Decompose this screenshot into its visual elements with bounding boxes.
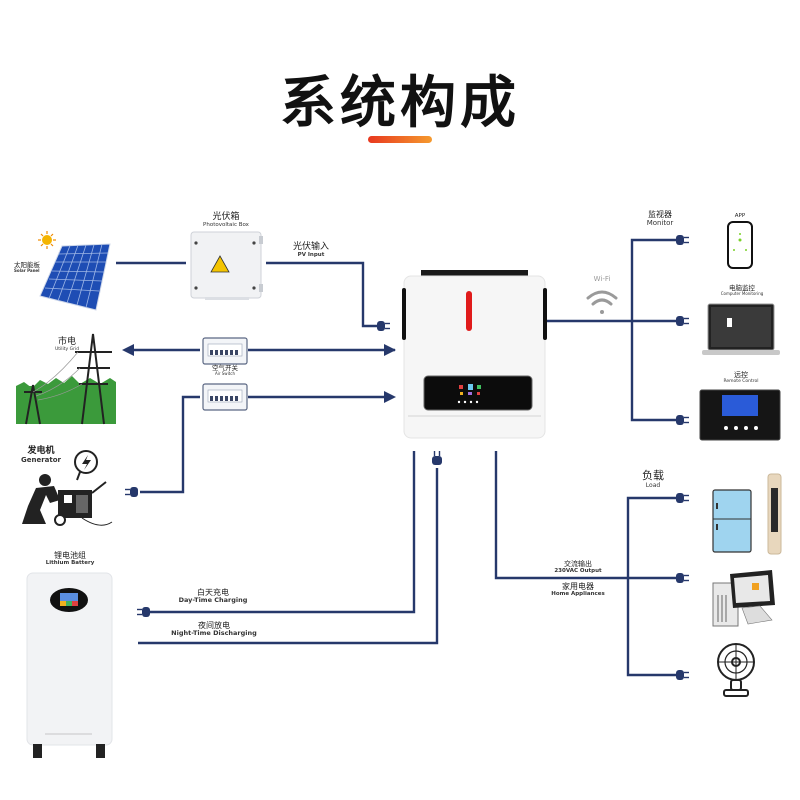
pv-box-label: 光伏箱 Photovoltaic Box (203, 212, 249, 229)
utility-grid-icon (16, 333, 116, 425)
wire-ac-output (494, 451, 676, 580)
plug-icon-inverter-bottom (432, 451, 442, 465)
page-title: 系统构成 (280, 71, 520, 136)
air-switch-icon-top (202, 337, 248, 365)
battery-icon (26, 572, 113, 758)
arrow-grid-to-inverter (384, 344, 396, 356)
inverter-icon (402, 270, 547, 439)
solar-panel-icon (38, 231, 111, 311)
solar-panel-label: 太阳能板 Solar Panel (14, 261, 40, 274)
air-switch-icon-bottom (202, 383, 248, 411)
air-conditioner-icon (767, 473, 782, 555)
title-underline (368, 136, 432, 143)
app-phone-icon (727, 221, 753, 269)
load-label: 负载 Load (642, 469, 664, 489)
computer-monitoring-label: 电脑监控 Computer Monitoring (720, 284, 764, 297)
home-appliances-label: 家用电器 Home Appliances (551, 582, 605, 598)
ac-output-label: 交流输出 230VAC Output (554, 560, 602, 575)
generator-label: 发电机 Generator (20, 446, 61, 465)
fan-icon (717, 643, 755, 697)
desktop-computer-icon (712, 570, 775, 627)
wire-monitor-bus (630, 238, 676, 422)
app-label: APP (734, 213, 746, 219)
plug-icon-fridge (676, 493, 689, 503)
laptop-icon (702, 303, 780, 355)
plug-icon-pc (676, 573, 689, 583)
plug-icon-remote (676, 415, 689, 425)
plug-icon-computer (676, 316, 689, 326)
plug-icon-fan (676, 670, 689, 680)
night-discharging-label: 夜间放电 Night-Time Discharging (171, 621, 257, 638)
arrow-generator-to-inverter (384, 391, 396, 403)
wire-pv-input (266, 261, 380, 328)
plug-icon-app (676, 235, 689, 245)
remote-control-icon (699, 389, 781, 441)
pv-box-icon (190, 231, 263, 300)
plug-icon-generator (125, 487, 138, 497)
generator-icon (22, 450, 113, 526)
wire-day-charging (150, 451, 416, 614)
wire-load-bus (626, 496, 676, 677)
pv-input-label: 光伏输入 PV Input (292, 242, 329, 259)
remote-control-label: 远控 Remote Control (723, 371, 759, 385)
wire-generator-left (140, 395, 200, 494)
fridge-icon (712, 489, 752, 553)
wire-night-discharging (138, 468, 439, 645)
arrow-to-grid (122, 344, 134, 356)
utility-grid-label: 市电 Utility Grid (54, 337, 80, 353)
plug-icon-battery (137, 607, 150, 617)
plug-icon-pv (377, 321, 390, 331)
day-charging-label: 白天充电 Day-Time Charging (178, 588, 248, 605)
wifi-icon (586, 290, 618, 314)
air-switch-label: 空气开关 Air Switch (212, 364, 238, 377)
wifi-label: Wi-Fi (593, 275, 611, 283)
battery-label: 锂电池组 Lithium Battery (45, 551, 95, 567)
monitor-label: 监视器 Monitor (646, 210, 674, 228)
